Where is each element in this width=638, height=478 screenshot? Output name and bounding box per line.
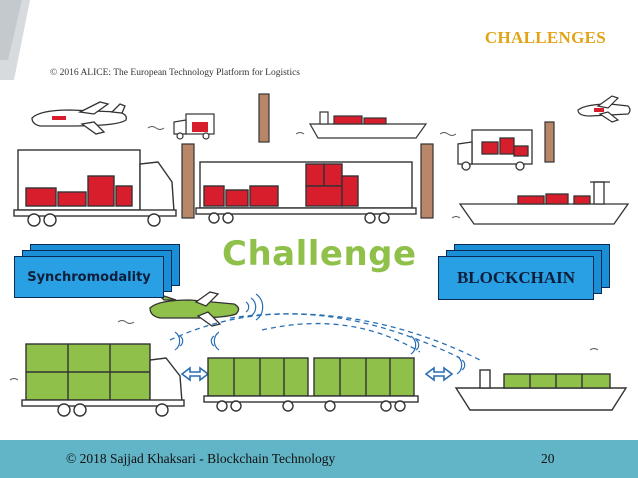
airplane-icon xyxy=(577,95,631,123)
ship-icon xyxy=(454,369,628,411)
truck-icon xyxy=(457,129,533,171)
truck-icon xyxy=(13,149,177,227)
corner-decoration xyxy=(0,0,30,80)
ship-icon xyxy=(458,181,630,225)
synchromodality-box: Synchromodality xyxy=(14,244,180,300)
source-note: © 2016 ALICE: The European Technology Pl… xyxy=(50,68,300,78)
page-number: 20 xyxy=(541,451,555,466)
ship-icon xyxy=(308,111,428,139)
synchromodality-label: Synchromodality xyxy=(27,269,151,285)
railcar-icon xyxy=(203,357,419,412)
truck-icon xyxy=(21,343,185,417)
footer-bar: © 2018 Sajjad Khaksari - Blockchain Tech… xyxy=(0,440,638,478)
challenge-heading: Challenge xyxy=(222,234,417,274)
airplane-icon xyxy=(31,101,127,135)
footer-copyright: © 2018 Sajjad Khaksari - Blockchain Tech… xyxy=(66,451,336,466)
slide-title: CHALLENGES xyxy=(484,28,606,47)
airplane-icon xyxy=(149,291,240,327)
railcar-icon xyxy=(195,161,417,224)
truck-icon xyxy=(173,113,215,140)
blockchain-box: BLOCKCHAIN xyxy=(438,244,612,302)
blockchain-label: BLOCKCHAIN xyxy=(456,268,576,287)
